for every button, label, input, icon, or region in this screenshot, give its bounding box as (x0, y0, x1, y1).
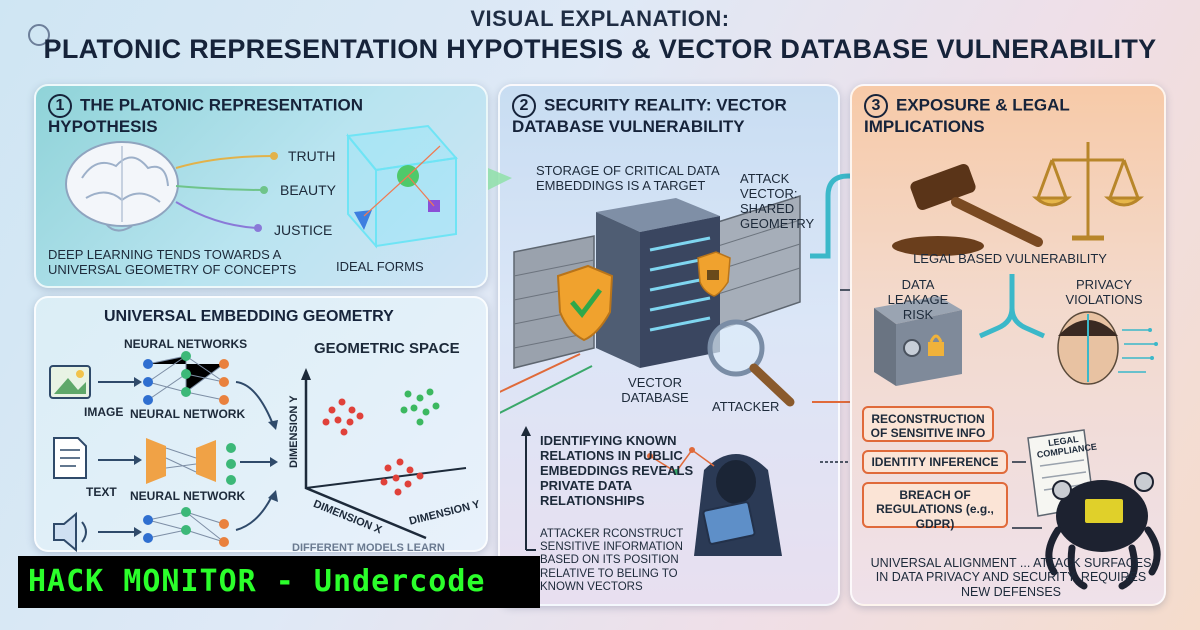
hacker-robot-icon (1045, 472, 1161, 590)
reconstruct-text: ATTACKER RCONSTRUCT SENSITIVE INFORMATIO… (540, 528, 684, 593)
vector-database-illustration (500, 194, 801, 556)
panel-3-title-text: EXPOSURE & LEGAL IMPLICATIONS (864, 95, 1070, 136)
page-header: VISUAL EXPLANATION: PLATONIC REPRESENTAT… (0, 6, 1200, 65)
face-circuit-icon (1057, 311, 1158, 385)
panel-3-number: 3 (864, 94, 888, 118)
cluster-green (400, 388, 440, 426)
concept-truth: TRUTH (288, 148, 336, 164)
storage-target-text: STORAGE OF CRITICAL DATA EMBEDDINGS IS A… (536, 163, 719, 193)
brain-logo-icon (28, 24, 50, 46)
legal-illustration (874, 142, 1161, 590)
vector-database-label: VECTOR DATABASE (621, 375, 689, 405)
data-leakage-label: DATA LEAKAGE RISK (887, 277, 949, 322)
page-supertitle: VISUAL EXPLANATION: (470, 6, 730, 31)
axis-y-label: DIMENSION Y (288, 395, 300, 468)
panel-3-footer: UNIVERSAL ALIGNMENT ... ATTACK SURFACES … (870, 556, 1152, 599)
ideal-forms-label: IDEAL FORMS (336, 259, 424, 274)
neural-network-label-2: NEURAL NETWORK (130, 489, 246, 503)
neural-network-label-1: NEURAL NETWORK (130, 407, 246, 421)
neural-network-3-icon (143, 507, 229, 547)
lock-shield-icon (697, 251, 731, 297)
image-label: IMAGE (84, 405, 124, 419)
image-icon (49, 365, 91, 399)
platonic-illustration (65, 124, 458, 249)
panel-2-number: 2 (512, 94, 536, 118)
neural-network-2-icon (146, 438, 236, 485)
shield-check-icon (556, 264, 614, 342)
attacker-label: ATTACKER (712, 399, 780, 414)
cluster-red-1 (322, 398, 364, 436)
speaker-icon (53, 511, 87, 553)
cluster-red-2 (380, 458, 424, 496)
geometric-space-title: GEOMETRIC SPACE (314, 340, 460, 357)
panel-1-title-text: THE PLATONIC REPRESENTATION HYPOTHESIS (48, 95, 364, 136)
privacy-violations-label: PRIVACY VIOLATIONS (1065, 277, 1143, 307)
panel-1-caption: DEEP LEARNING TENDS TOWARDS A UNIVERSAL … (48, 247, 297, 277)
cut-caption: DIFFERENT MODELS LEARN (292, 542, 445, 554)
page-title: PLATONIC REPRESENTATION HYPOTHESIS & VEC… (43, 34, 1157, 64)
attack-vector-text: ATTACK VECTOR: SHARED GEOMETRY (740, 171, 815, 231)
safe-lock-icon (874, 296, 962, 386)
identify-relations-text: IDENTIFYING KNOWN RELATIONS IN PUBLIC EM… (540, 433, 694, 508)
ideal-forms-cube-icon (346, 124, 458, 249)
embedding-geometry-illustration (49, 351, 467, 553)
scales-of-justice-icon (1032, 142, 1144, 241)
server-rack-icon (596, 198, 720, 368)
document-icon (53, 437, 87, 479)
brain-icon (65, 141, 179, 232)
attacker-hooded-icon (694, 454, 782, 556)
panel-2-title-text: SECURITY REALITY: VECTOR DATABASE VULNER… (512, 95, 787, 136)
concept-beauty: BEAUTY (280, 182, 337, 198)
neural-networks-label: NEURAL NETWORKS (124, 337, 248, 351)
reconstruction-pill: RECONSTRUCTION OF SENSITIVE INFO (862, 406, 994, 442)
panel-1-number: 1 (48, 94, 72, 118)
geometry-title: UNIVERSAL EMBEDDING GEOMETRY (104, 308, 394, 325)
concept-justice: JUSTICE (274, 222, 333, 238)
magnifier-icon (707, 319, 795, 407)
geometric-space-axes (301, 368, 467, 540)
legal-vulnerability-label: LEGAL BASED VULNERABILITY (913, 251, 1107, 266)
panel-embedding-geometry: UNIVERSAL EMBEDDING GEOMETRY NEURAL NETW… (34, 296, 488, 554)
hack-monitor-banner: HACK MONITOR - Undercode (18, 556, 540, 608)
firewall-wall-icon (513, 194, 801, 369)
text-label: TEXT (86, 485, 117, 499)
identity-inference-pill: IDENTITY INFERENCE (862, 450, 1008, 474)
breach-regulations-pill: BREACH OF REGULATIONS (e.g., GDPR) (862, 482, 1008, 531)
gavel-icon (892, 163, 1043, 256)
neural-network-1-icon (143, 351, 229, 405)
